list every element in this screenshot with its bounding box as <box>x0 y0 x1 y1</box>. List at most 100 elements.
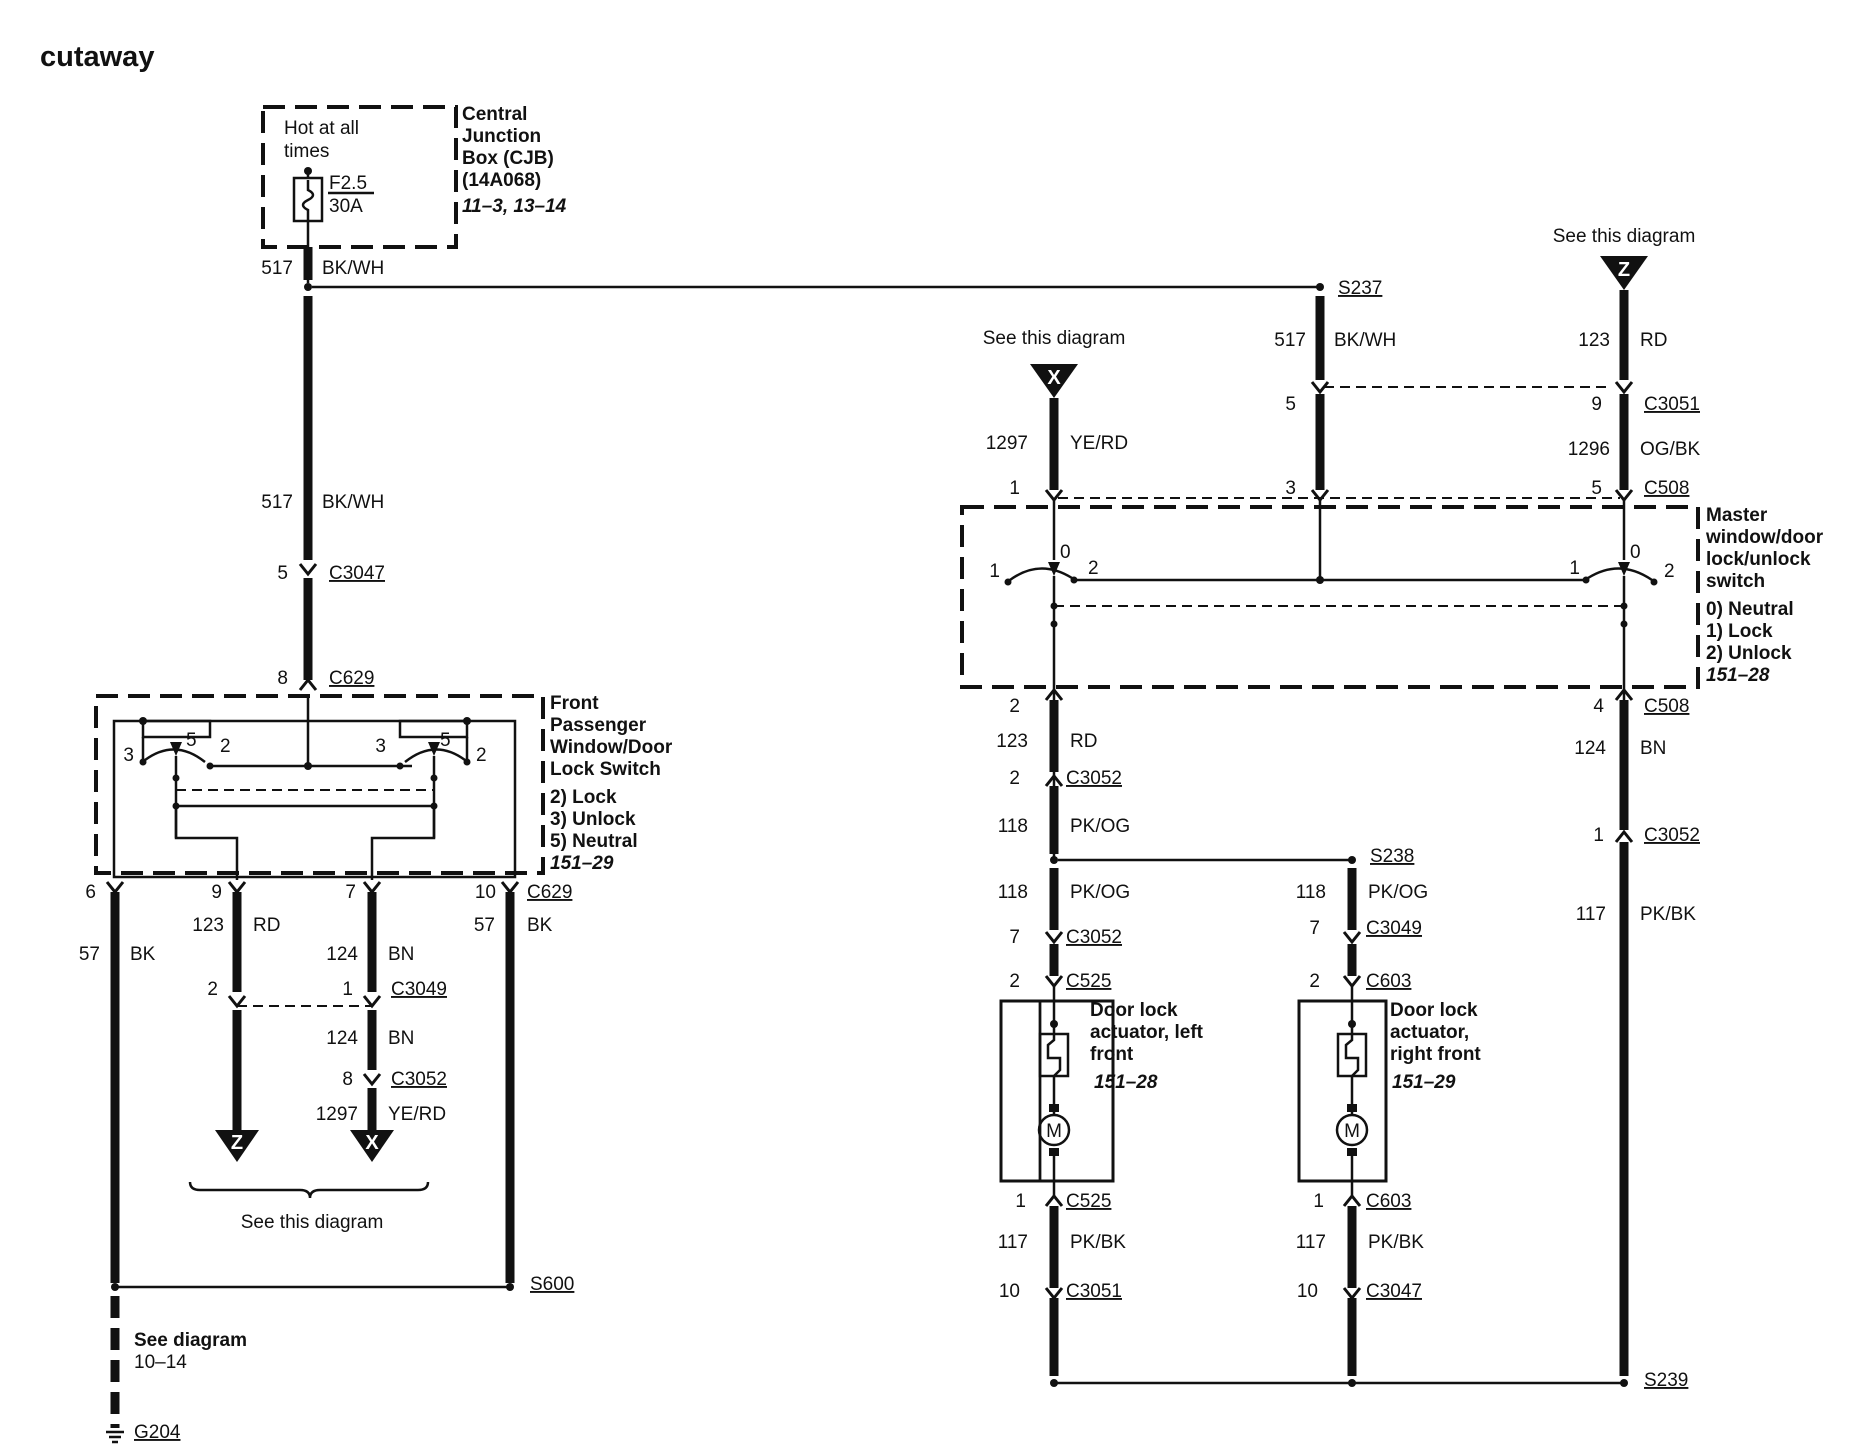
fp-name-2: Passenger <box>550 715 647 736</box>
ms-name-2: window/door <box>1705 527 1824 548</box>
actuator-left-name-3: front <box>1090 1044 1134 1065</box>
s238-dot <box>1348 856 1356 864</box>
ms-left-pos0: 0 <box>1060 542 1071 563</box>
c3049-pin1-icon <box>362 995 382 1009</box>
actuator-left-ptc-icon <box>1046 1024 1062 1092</box>
terminal-x-right: X <box>1047 367 1061 389</box>
wire-517-mid-color: BK/WH <box>322 492 384 513</box>
c603-top-icon <box>1342 975 1362 989</box>
ms-bus-dot <box>1316 576 1324 584</box>
ground-see-diagram: See diagram <box>134 1330 247 1351</box>
c3052-pin7-icon <box>1044 931 1064 945</box>
c3052-pin7: 7 <box>1009 927 1020 948</box>
wire-118-lower-left-circuit: 118 <box>998 882 1028 903</box>
c3051-label: C3051 <box>1644 394 1700 415</box>
c629-pin9-icon <box>227 881 247 895</box>
wire-117-left-circuit: 117 <box>998 1232 1028 1253</box>
fp-pos-neutral: 5) Neutral <box>550 831 638 852</box>
c3052-label-b: C3052 <box>1644 825 1700 846</box>
ms-pos-unlock: 2) Unlock <box>1706 643 1792 664</box>
cjb-name-3: Box (CJB) <box>462 148 554 169</box>
wire-118-lower-right-color: PK/OG <box>1368 882 1428 903</box>
cjb-outline <box>261 105 458 249</box>
ground-ref: 10–14 <box>134 1352 187 1373</box>
wire-1297-left-color: YE/RD <box>388 1104 446 1125</box>
fp-right-bracket <box>398 719 469 739</box>
fp-right-pos2: 2 <box>476 745 487 766</box>
c525-top-icon <box>1044 975 1064 989</box>
c3051-pin9: 9 <box>1591 394 1602 415</box>
ms-name-4: switch <box>1706 571 1765 592</box>
c3049-pin7: 7 <box>1309 918 1320 939</box>
wire-123-right-circuit: 123 <box>996 731 1028 752</box>
fp-switch-outline <box>94 694 545 875</box>
c629-top-pin: 8 <box>277 668 288 689</box>
fp-out-left <box>174 806 239 880</box>
s237-label: S237 <box>1338 278 1382 299</box>
actuator-left-brush-bot <box>1049 1148 1059 1156</box>
c3052-label-c: C3052 <box>1066 927 1122 948</box>
wire-117-right-color: PK/BK <box>1640 904 1696 925</box>
hot-label-2: times <box>284 141 329 162</box>
ms-right-pos1: 1 <box>1569 558 1580 579</box>
c3051-pin10-icon <box>1044 1287 1064 1301</box>
wire-118-lower-right-circuit: 118 <box>1296 882 1326 903</box>
door-lock-actuator-right: M Door lock actuator, right front 151–29 <box>1297 986 1481 1196</box>
see-this-diagram-z: See this diagram <box>1553 226 1696 247</box>
c3047-pin10: 10 <box>1297 1281 1318 1302</box>
fp-left-pos3: 3 <box>123 745 134 766</box>
c3047-connector-icon <box>298 563 318 577</box>
terminal-z-right: Z <box>1618 259 1630 281</box>
c3052-pin1-icon <box>1614 829 1634 843</box>
ms-left-arc <box>1009 567 1073 582</box>
c3052-pin1: 1 <box>1593 825 1604 846</box>
fp-left-corner-dot <box>139 717 147 725</box>
c629-pin6: 6 <box>85 882 96 903</box>
c629-bottom: 6 9 7 10 C629 <box>85 881 572 903</box>
fp-right-rod-dot <box>430 774 438 782</box>
c525-bottom-label: C525 <box>1066 1191 1111 1212</box>
ms-right-pos2: 2 <box>1664 561 1675 582</box>
fp-name-4: Lock Switch <box>550 759 661 780</box>
terminal-z-right-icon <box>1600 256 1648 290</box>
wire-117-right-circuit: 117 <box>1576 904 1606 925</box>
actuator-right-name-3: right front <box>1390 1044 1481 1065</box>
c629-bottom-label: C629 <box>527 882 572 903</box>
s239-label: S239 <box>1644 1370 1688 1391</box>
wire-124-left-lower-color: BN <box>388 1028 414 1049</box>
cjb-ref: 11–3, 13–14 <box>462 196 567 217</box>
fp-ref: 151–29 <box>550 853 614 874</box>
c525-pin2: 2 <box>1009 971 1020 992</box>
ms-left-pos2: 2 <box>1088 558 1099 579</box>
fp-common-dot <box>304 762 312 770</box>
c629-pin9: 9 <box>211 882 222 903</box>
wire-118-upper-color: PK/OG <box>1070 816 1130 837</box>
master-switch-outline <box>960 505 1700 689</box>
ms-left-rod-dot-2 <box>1050 620 1058 628</box>
wire-57-left-color: BK <box>130 944 156 965</box>
c3049-pin2: 2 <box>207 979 218 1000</box>
s237-dot <box>1316 283 1324 291</box>
master-switch: 1 0 2 1 0 2 Master window/door lock/unlo… <box>960 500 1824 860</box>
fp-right-actuator-icon <box>428 742 440 756</box>
actuator-left-ref: 151–28 <box>1094 1072 1158 1093</box>
wire-57-left-circuit: 57 <box>79 944 100 965</box>
c3047-bottom-label: C3047 <box>1366 1281 1422 1302</box>
c3051-pin5: 5 <box>1285 394 1296 415</box>
ms-pos-lock: 1) Lock <box>1706 621 1773 642</box>
c508-bottom-label: C508 <box>1644 696 1689 717</box>
fp-left-rod-dot <box>172 774 180 782</box>
ms-left-pos1: 1 <box>989 561 1000 582</box>
front-passenger-switch: 3 5 2 3 5 2 Front Passenger Window/Door … <box>94 693 673 880</box>
c629-pin6-icon <box>105 881 125 895</box>
c3051-pin10: 10 <box>999 1281 1020 1302</box>
c3049-pin1: 1 <box>342 979 353 1000</box>
s600-label: S600 <box>530 1274 574 1295</box>
wire-118-lower-left-color: PK/OG <box>1070 882 1130 903</box>
c603-pin2: 2 <box>1309 971 1320 992</box>
wire-124-left-lower-circuit: 124 <box>326 1028 358 1049</box>
wire-517-top-circuit: 517 <box>261 258 293 279</box>
cjb-name-2: Junction <box>462 126 541 147</box>
wire-123-right-top-color: RD <box>1640 330 1667 351</box>
c3052-pin2: 2 <box>1009 768 1020 789</box>
